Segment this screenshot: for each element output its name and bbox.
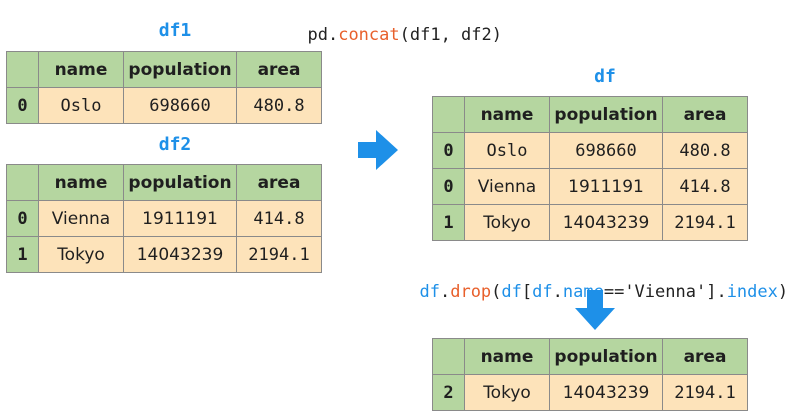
cell-name: Tokyo [38,236,124,273]
cell-population: 698660 [123,87,237,124]
header-row: name population area [6,51,322,88]
code-df: df [419,282,440,302]
code-index-attr: index [726,282,778,302]
code-condition: =='Vienna'] [603,282,717,302]
table-row: 0 Oslo 698660 480.8 [6,87,322,124]
row-index: 0 [432,168,465,205]
code-drop: drop [450,282,492,302]
cell-name: Tokyo [464,374,550,411]
cell-name: Vienna [38,200,124,237]
code-func: concat [338,25,400,45]
arrow-right-icon [358,130,398,170]
cell-population: 14043239 [123,236,237,273]
arrow-down-icon [575,290,615,330]
col-header-population: population [549,338,663,375]
col-header-name: name [38,51,124,88]
df-label: df [594,66,616,87]
code-dot: . [439,282,451,302]
cell-name: Oslo [38,87,124,124]
row-index: 1 [6,236,39,273]
row-index: 2 [432,374,465,411]
code-paren: ) [777,282,789,302]
df-table: name population area 0 Oslo 698660 480.8… [432,96,748,241]
cell-area: 480.8 [662,132,748,169]
col-header-population: population [123,51,237,88]
cell-area: 2194.1 [662,204,748,241]
index-header [6,51,39,88]
cell-area: 2194.1 [236,236,322,273]
code-args: (df1, df2) [399,25,502,45]
code-dot: . [552,282,563,302]
cell-name: Vienna [464,168,550,205]
row-index: 0 [6,200,39,237]
cell-name: Oslo [464,132,550,169]
header-row: name population area [432,96,748,133]
df1-table: name population area 0 Oslo 698660 480.8 [6,51,322,124]
table-row: 2 Tokyo 14043239 2194.1 [432,374,748,411]
cell-area: 414.8 [662,168,748,205]
row-index: 1 [432,204,465,241]
table-row: 0 Oslo 698660 480.8 [432,132,748,169]
code-df: df [532,282,553,302]
col-header-area: area [236,164,322,201]
cell-name: Tokyo [464,204,550,241]
table-row: 0 Vienna 1911191 414.8 [432,168,748,205]
index-header [432,338,465,375]
code-df: df [501,282,522,302]
index-header [432,96,465,133]
table-row: 0 Vienna 1911191 414.8 [6,200,322,237]
col-header-area: area [236,51,322,88]
col-header-name: name [464,338,550,375]
df2-table: name population area 0 Vienna 1911191 41… [6,164,322,273]
df2-label: df2 [158,134,192,155]
col-header-name: name [464,96,550,133]
table-row: 1 Tokyo 14043239 2194.1 [432,204,748,241]
code-prefix: pd. [307,25,339,45]
cell-area: 414.8 [236,200,322,237]
header-row: name population area [6,164,322,201]
col-header-population: population [549,96,663,133]
cell-area: 480.8 [236,87,322,124]
cell-population: 698660 [549,132,663,169]
result-table: name population area 2 Tokyo 14043239 21… [432,338,748,411]
header-row: name population area [432,338,748,375]
col-header-population: population [123,164,237,201]
concat-code: pd.concat(df1, df2) [287,5,502,45]
code-paren: ( [491,282,502,302]
cell-population: 14043239 [549,374,663,411]
table-row: 1 Tokyo 14043239 2194.1 [6,236,322,273]
code-dot: . [716,282,727,302]
drop-code: df.drop(df[df.name=='Vienna'].index) [399,262,788,302]
index-header [6,164,39,201]
cell-population: 14043239 [549,204,663,241]
col-header-area: area [662,338,748,375]
col-header-area: area [662,96,748,133]
cell-population: 1911191 [549,168,663,205]
df1-label: df1 [158,20,192,41]
cell-population: 1911191 [123,200,237,237]
code-bracket: [ [521,282,533,302]
row-index: 0 [432,132,465,169]
cell-area: 2194.1 [662,374,748,411]
col-header-name: name [38,164,124,201]
row-index: 0 [6,87,39,124]
